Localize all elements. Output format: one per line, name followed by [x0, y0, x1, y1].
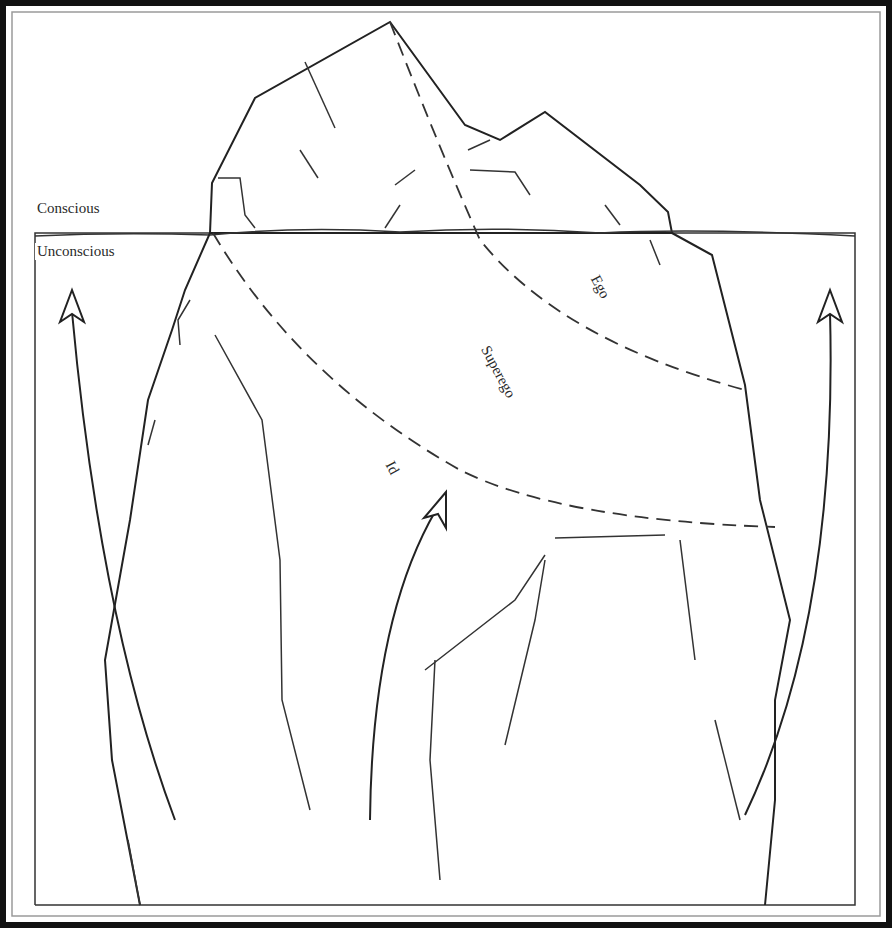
- iceberg-right-side: [672, 233, 790, 905]
- region-label: Superego: [476, 341, 520, 403]
- water-line: [35, 229, 855, 236]
- iceberg-left-side: [105, 233, 210, 905]
- iceberg-tip: [210, 22, 672, 233]
- water-box: [35, 233, 855, 905]
- region-label: Id: [381, 457, 404, 480]
- region-label: Ego: [586, 271, 614, 304]
- level-label: Conscious: [35, 200, 102, 217]
- ego-boundary: [390, 22, 745, 390]
- inner-frame: [12, 12, 880, 916]
- psyche-divisions: [213, 22, 775, 527]
- outer-frame: [3, 3, 889, 925]
- arrow-heads: [60, 290, 842, 528]
- level-label: Unconscious: [35, 243, 117, 260]
- superego-boundary: [213, 233, 775, 527]
- iceberg-cracks: [128, 62, 740, 905]
- upward-arrows: [72, 312, 831, 820]
